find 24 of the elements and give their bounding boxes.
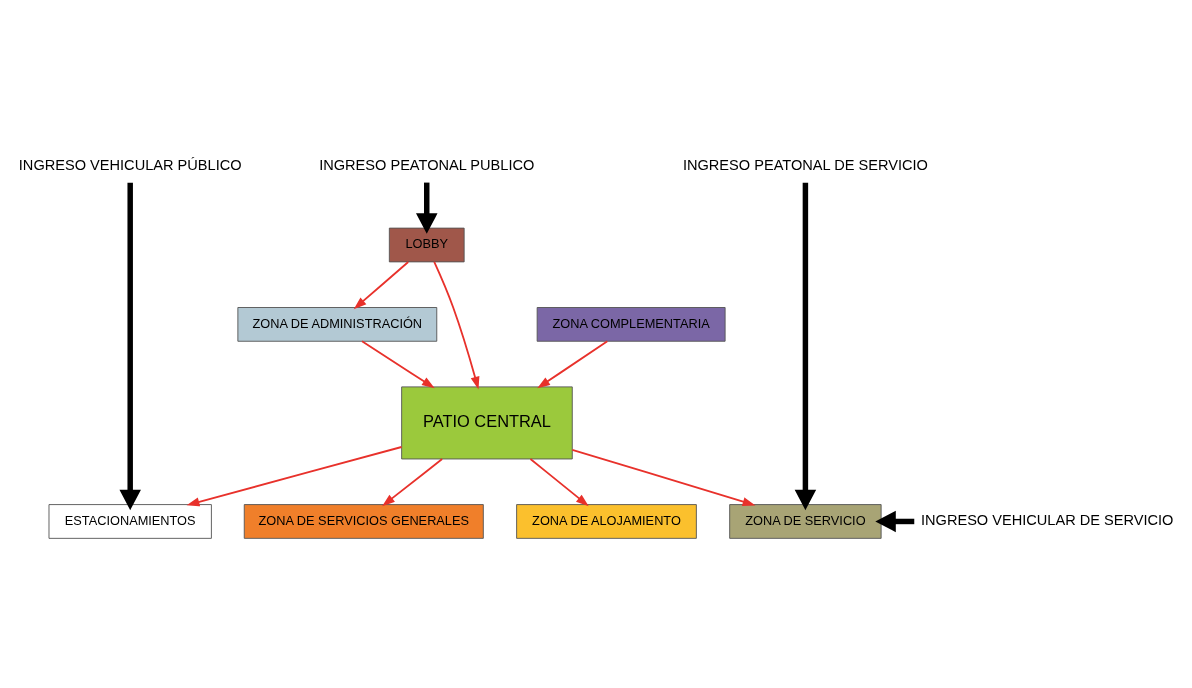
arrow bbox=[529, 458, 589, 507]
arrow bbox=[361, 340, 435, 389]
arrow bbox=[416, 182, 438, 234]
node-box: ZONA DE ALOJAMIENTO bbox=[516, 504, 697, 539]
arrow bbox=[353, 261, 410, 310]
arrow bbox=[119, 182, 141, 511]
node-box: PATIO CENTRAL bbox=[401, 386, 573, 460]
arrow bbox=[794, 182, 817, 511]
arrow bbox=[186, 446, 403, 507]
node-box: ZONA COMPLEMENTARIA bbox=[536, 307, 726, 342]
node-box: ZONA DE ADMINISTRACIÓN bbox=[237, 307, 438, 342]
node-text: INGRESO VEHICULAR DE SERVICIO bbox=[920, 511, 1174, 528]
node-box: LOBBY bbox=[388, 227, 465, 263]
node-box: ZONA DE SERVICIO bbox=[729, 504, 882, 539]
node-text: INGRESO PEATONAL PUBLICO bbox=[319, 156, 535, 173]
node-text: INGRESO PEATONAL DE SERVICIO bbox=[682, 156, 928, 173]
node-box: ZONA DE SERVICIOS GENERALES bbox=[243, 504, 484, 539]
arrow bbox=[537, 340, 609, 389]
arrow bbox=[875, 510, 915, 533]
arrow bbox=[571, 448, 756, 506]
node-box: ESTACIONAMIENTOS bbox=[48, 504, 212, 539]
arrow bbox=[433, 261, 480, 390]
arrow bbox=[382, 458, 444, 507]
node-text: INGRESO VEHICULAR PÚBLICO bbox=[18, 156, 242, 173]
